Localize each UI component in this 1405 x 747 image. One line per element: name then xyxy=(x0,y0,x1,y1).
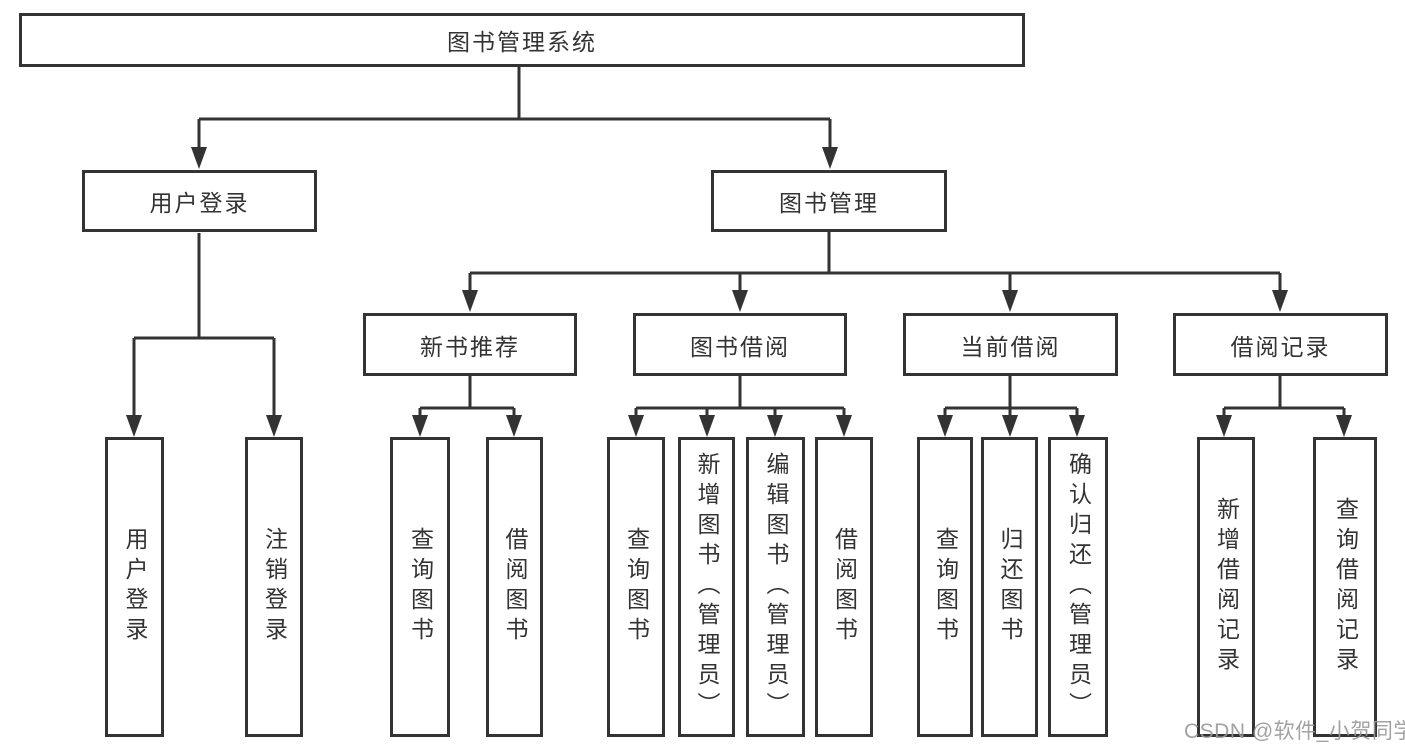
leaf-query-books-borrowing: 查询图书 xyxy=(607,437,665,737)
node-library-management-system: 图书管理系统 xyxy=(19,13,1025,67)
leaf-label: 查询借阅记录 xyxy=(1332,497,1359,677)
leaf-query-borrow-record: 查询借阅记录 xyxy=(1313,437,1377,737)
leaf-label: 归还图书 xyxy=(997,527,1023,647)
leaf-label: 借阅图书 xyxy=(831,527,858,647)
leaf-label: 查询图书 xyxy=(932,527,959,647)
leaf-user-login: 用户登录 xyxy=(105,437,164,737)
node-current-borrowing: 当前借阅 xyxy=(903,313,1118,376)
node-label: 图书管理 xyxy=(779,190,879,216)
leaf-confirm-return-admin: 确认归还（管理员） xyxy=(1048,437,1108,737)
node-book-borrowing: 图书借阅 xyxy=(633,313,847,376)
leaf-edit-books-admin: 编辑图书（管理员） xyxy=(746,437,805,737)
leaf-label: 新增图书（管理员） xyxy=(694,452,720,722)
node-borrowing-records: 借阅记录 xyxy=(1173,313,1388,376)
leaf-label: 编辑图书（管理员） xyxy=(763,452,789,722)
node-label: 用户登录 xyxy=(149,190,250,216)
leaf-label: 查询图书 xyxy=(623,527,650,647)
leaf-query-books-recommend: 查询图书 xyxy=(390,437,450,737)
leaf-query-books-current: 查询图书 xyxy=(917,437,973,737)
leaf-add-borrow-record: 新增借阅记录 xyxy=(1197,437,1255,737)
csdn-watermark: CSDN @软件_小贺同学 xyxy=(1184,720,1405,743)
node-label: 当前借阅 xyxy=(960,333,1061,360)
leaf-label: 用户登录 xyxy=(122,527,148,647)
leaf-label: 查询图书 xyxy=(407,527,434,647)
node-user-login: 用户登录 xyxy=(82,170,317,232)
node-label: 图书借阅 xyxy=(690,333,790,360)
leaf-label: 新增借阅记录 xyxy=(1213,497,1240,677)
leaf-label: 确认归还（管理员） xyxy=(1065,452,1092,722)
leaf-borrow-books-recommend: 借阅图书 xyxy=(486,437,543,737)
leaf-label: 借阅图书 xyxy=(502,527,528,647)
node-label: 图书管理系统 xyxy=(447,29,597,55)
leaf-label: 注销登录 xyxy=(261,527,288,647)
leaf-return-books: 归还图书 xyxy=(981,437,1038,737)
leaf-borrow-books: 借阅图书 xyxy=(815,437,873,737)
leaf-logout: 注销登录 xyxy=(245,437,303,737)
node-book-management: 图书管理 xyxy=(711,170,947,232)
node-label: 借阅记录 xyxy=(1230,333,1331,360)
node-label: 新书推荐 xyxy=(420,333,520,360)
leaf-add-books-admin: 新增图书（管理员） xyxy=(678,437,735,737)
node-new-book-recommendation: 新书推荐 xyxy=(363,313,577,376)
